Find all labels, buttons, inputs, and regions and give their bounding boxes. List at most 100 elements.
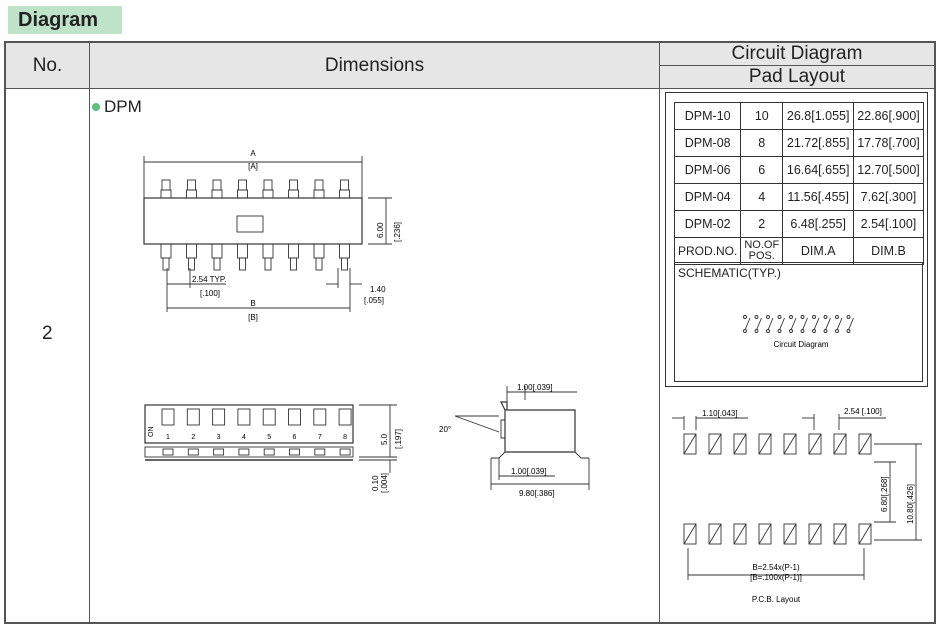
- schematic-switch-arm: [813, 317, 820, 331]
- table-row: DPM-08 8 21.72[.855] 17.78[.700]: [673, 129, 924, 157]
- pcb-pitch-label: 2.54 [.100]: [844, 407, 882, 416]
- schematic-contact: [766, 315, 770, 319]
- table-cell: 21.72[.855]: [782, 129, 855, 157]
- pcb-pad-hatch: [808, 433, 822, 455]
- schematic-switch-arm: [836, 317, 843, 331]
- pcb-pad-hatch: [758, 433, 772, 455]
- switch-number: 1: [166, 434, 170, 441]
- row-number: 2: [42, 323, 53, 344]
- top-pin-base: [186, 189, 197, 199]
- header-no: No.: [6, 43, 89, 89]
- pcb-pad-hatch: [733, 433, 747, 455]
- standoff-inch-label: [.004]: [380, 473, 389, 493]
- table-cell: 2.54[.100]: [853, 210, 924, 238]
- column-divider: [659, 43, 660, 622]
- column-divider: [89, 43, 90, 622]
- pcb-formula-2: [B=.100x(P-1)]: [750, 573, 802, 582]
- schematic-contact: [812, 315, 816, 319]
- table-cell: DPM-04: [673, 183, 742, 211]
- pcb-pad-bottom: [808, 523, 822, 545]
- top-pin: [161, 179, 171, 191]
- dim-b-label: B: [250, 299, 255, 308]
- bottom-pin: [288, 243, 299, 259]
- angle-label: 20°: [439, 425, 451, 434]
- schematic-contact: [835, 315, 839, 319]
- dim-a-label: A: [250, 149, 256, 158]
- pcb-pad-hatch: [833, 433, 847, 455]
- schematic-switch-arm: [767, 317, 774, 331]
- top-pin-base: [339, 189, 350, 199]
- bottom-pin-lead: [315, 257, 323, 271]
- schematic-switch-arm: [779, 317, 785, 331]
- schematic-switch-arm: [756, 317, 762, 331]
- table-header-pos-line2: POS.: [748, 250, 775, 262]
- pcb-pad-hatch: [808, 523, 822, 545]
- schematic-contact: [846, 315, 851, 319]
- pcb-pad-hatch: [783, 523, 797, 545]
- bottom-pin: [186, 243, 197, 259]
- schematic-switch-arm: [848, 317, 854, 331]
- bottom-pin: [160, 243, 172, 259]
- pcb-pad-top: [733, 433, 747, 455]
- pcb-pad-top: [783, 433, 797, 455]
- top-pin: [238, 179, 247, 191]
- bottom-pin-lead: [290, 257, 297, 271]
- schematic-contact: [754, 315, 759, 319]
- pcb-pad-hatch: [708, 523, 722, 545]
- bottom-pin: [313, 243, 325, 259]
- switch-terminal: [314, 448, 326, 456]
- switch-number: 4: [242, 434, 246, 441]
- spec-table-frame: [4, 41, 936, 624]
- pcb-pad-top: [833, 433, 847, 455]
- foot-label: 1.00[.039]: [511, 467, 547, 476]
- top-pin: [289, 179, 298, 191]
- on-label: ON: [148, 427, 155, 438]
- lead-inch-label: [.055]: [364, 296, 384, 305]
- end-width-label: 9.80[.386]: [519, 489, 555, 498]
- pcb-pad-hatch: [758, 523, 772, 545]
- pitch-inch-label: [.100]: [200, 289, 220, 298]
- table-cell: 17.78[.700]: [853, 129, 924, 157]
- top-pin-base: [237, 189, 248, 199]
- pcb-pad-bottom: [833, 523, 847, 545]
- switch-number: 8: [343, 434, 347, 441]
- section-badge: Diagram: [8, 6, 122, 34]
- standoff-label: 0.10: [371, 475, 380, 491]
- schematic-symbol: Circuit Diagram: [743, 315, 854, 349]
- pcb-overall-label: 10.80[.426]: [906, 484, 915, 524]
- bottom-pin-lead: [188, 257, 195, 271]
- top-pin: [314, 179, 324, 191]
- height-label: 6.00: [376, 222, 385, 238]
- lead-label: 1.40: [370, 285, 386, 294]
- schematic-switch-arm: [802, 317, 808, 331]
- schematic-contact: [743, 315, 747, 319]
- table-header-prod: PROD.NO.: [673, 237, 742, 265]
- schematic-switch-arm: [790, 317, 797, 331]
- schematic-switch-arm: [825, 317, 831, 331]
- pcb-pad-width-label: 1.10[.043]: [702, 409, 738, 418]
- table-row: DPM-02 2 6.48[.255] 2.54[.100]: [673, 210, 924, 238]
- pcb-pad-hatch: [683, 523, 697, 545]
- schematic-switch-arm: [744, 317, 751, 331]
- switch-number: 3: [217, 434, 221, 441]
- table-cell: 8: [740, 129, 784, 157]
- table-cell: DPM-06: [673, 156, 742, 184]
- pcb-pad-top: [808, 433, 822, 455]
- side-height-inch-label: [.197]: [394, 429, 403, 449]
- bottom-pin: [262, 243, 274, 259]
- table-cell: DPM-10: [673, 102, 742, 130]
- switch-knob: [161, 408, 175, 426]
- pcb-pad-bottom: [783, 523, 797, 545]
- pcb-pad-top: [708, 433, 722, 455]
- switch-number: 2: [191, 434, 195, 441]
- top-view-drawing: A [A] 2.54 TYP. [.100] 1.40 [.055] B [B]…: [143, 149, 402, 322]
- bottom-pin-lead: [341, 257, 348, 271]
- schematic-box: SCHEMATIC(TYP.) Circuit Diagram: [674, 262, 923, 382]
- top-pin-base: [211, 189, 223, 199]
- dimension-table: DPM-10 10 26.8[1.055] 22.86[.900] DPM-08…: [673, 102, 924, 265]
- end-top-width-label: 1.00[.039]: [517, 383, 553, 392]
- switch-knob: [237, 408, 251, 426]
- pitch-label: 2.54 TYP.: [192, 275, 226, 284]
- table-header-dima: DIM.A: [782, 237, 855, 265]
